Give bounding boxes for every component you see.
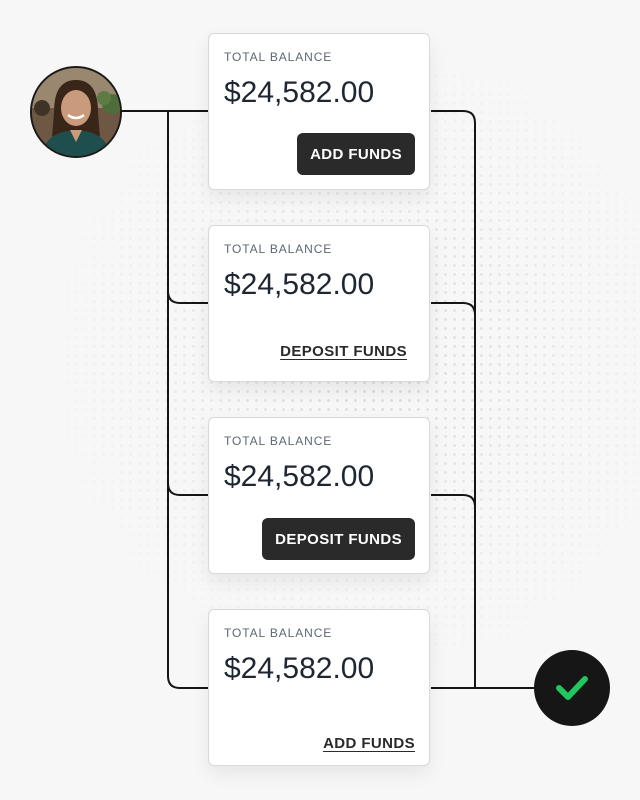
connector-left-to-card-3 [167,482,208,496]
balance-card-3: TOTAL BALANCE $24,582.00 DEPOSIT FUNDS [208,417,430,574]
balance-label: TOTAL BALANCE [224,50,333,64]
add-funds-button[interactable]: ADD FUNDS [297,133,415,175]
user-avatar[interactable] [30,66,122,158]
connector-card-2-right [431,302,476,316]
balance-card-2: TOTAL BALANCE $24,582.00 DEPOSIT FUNDS [208,225,430,382]
balance-amount: $24,582.00 [224,76,375,109]
balance-amount: $24,582.00 [224,268,375,301]
balance-label: TOTAL BALANCE [224,434,333,448]
checkmark-icon [556,676,588,700]
balance-amount: $24,582.00 [224,460,375,493]
add-funds-link[interactable]: ADD FUNDS [323,735,415,752]
deposit-funds-button[interactable]: DEPOSIT FUNDS [262,518,415,560]
success-badge [534,650,610,726]
connector-left-trunk [167,111,208,689]
deposit-funds-link[interactable]: DEPOSIT FUNDS [280,343,407,360]
balance-label: TOTAL BALANCE [224,626,333,640]
connector-card-1-right [431,110,476,688]
balance-card-4: TOTAL BALANCE $24,582.00 ADD FUNDS [208,609,430,766]
balance-card-1: TOTAL BALANCE $24,582.00 ADD FUNDS [208,33,430,190]
balance-label: TOTAL BALANCE [224,242,333,256]
balance-amount: $24,582.00 [224,652,375,685]
connector-left-to-card-2 [167,290,208,304]
connector-card-3-right [431,494,476,508]
